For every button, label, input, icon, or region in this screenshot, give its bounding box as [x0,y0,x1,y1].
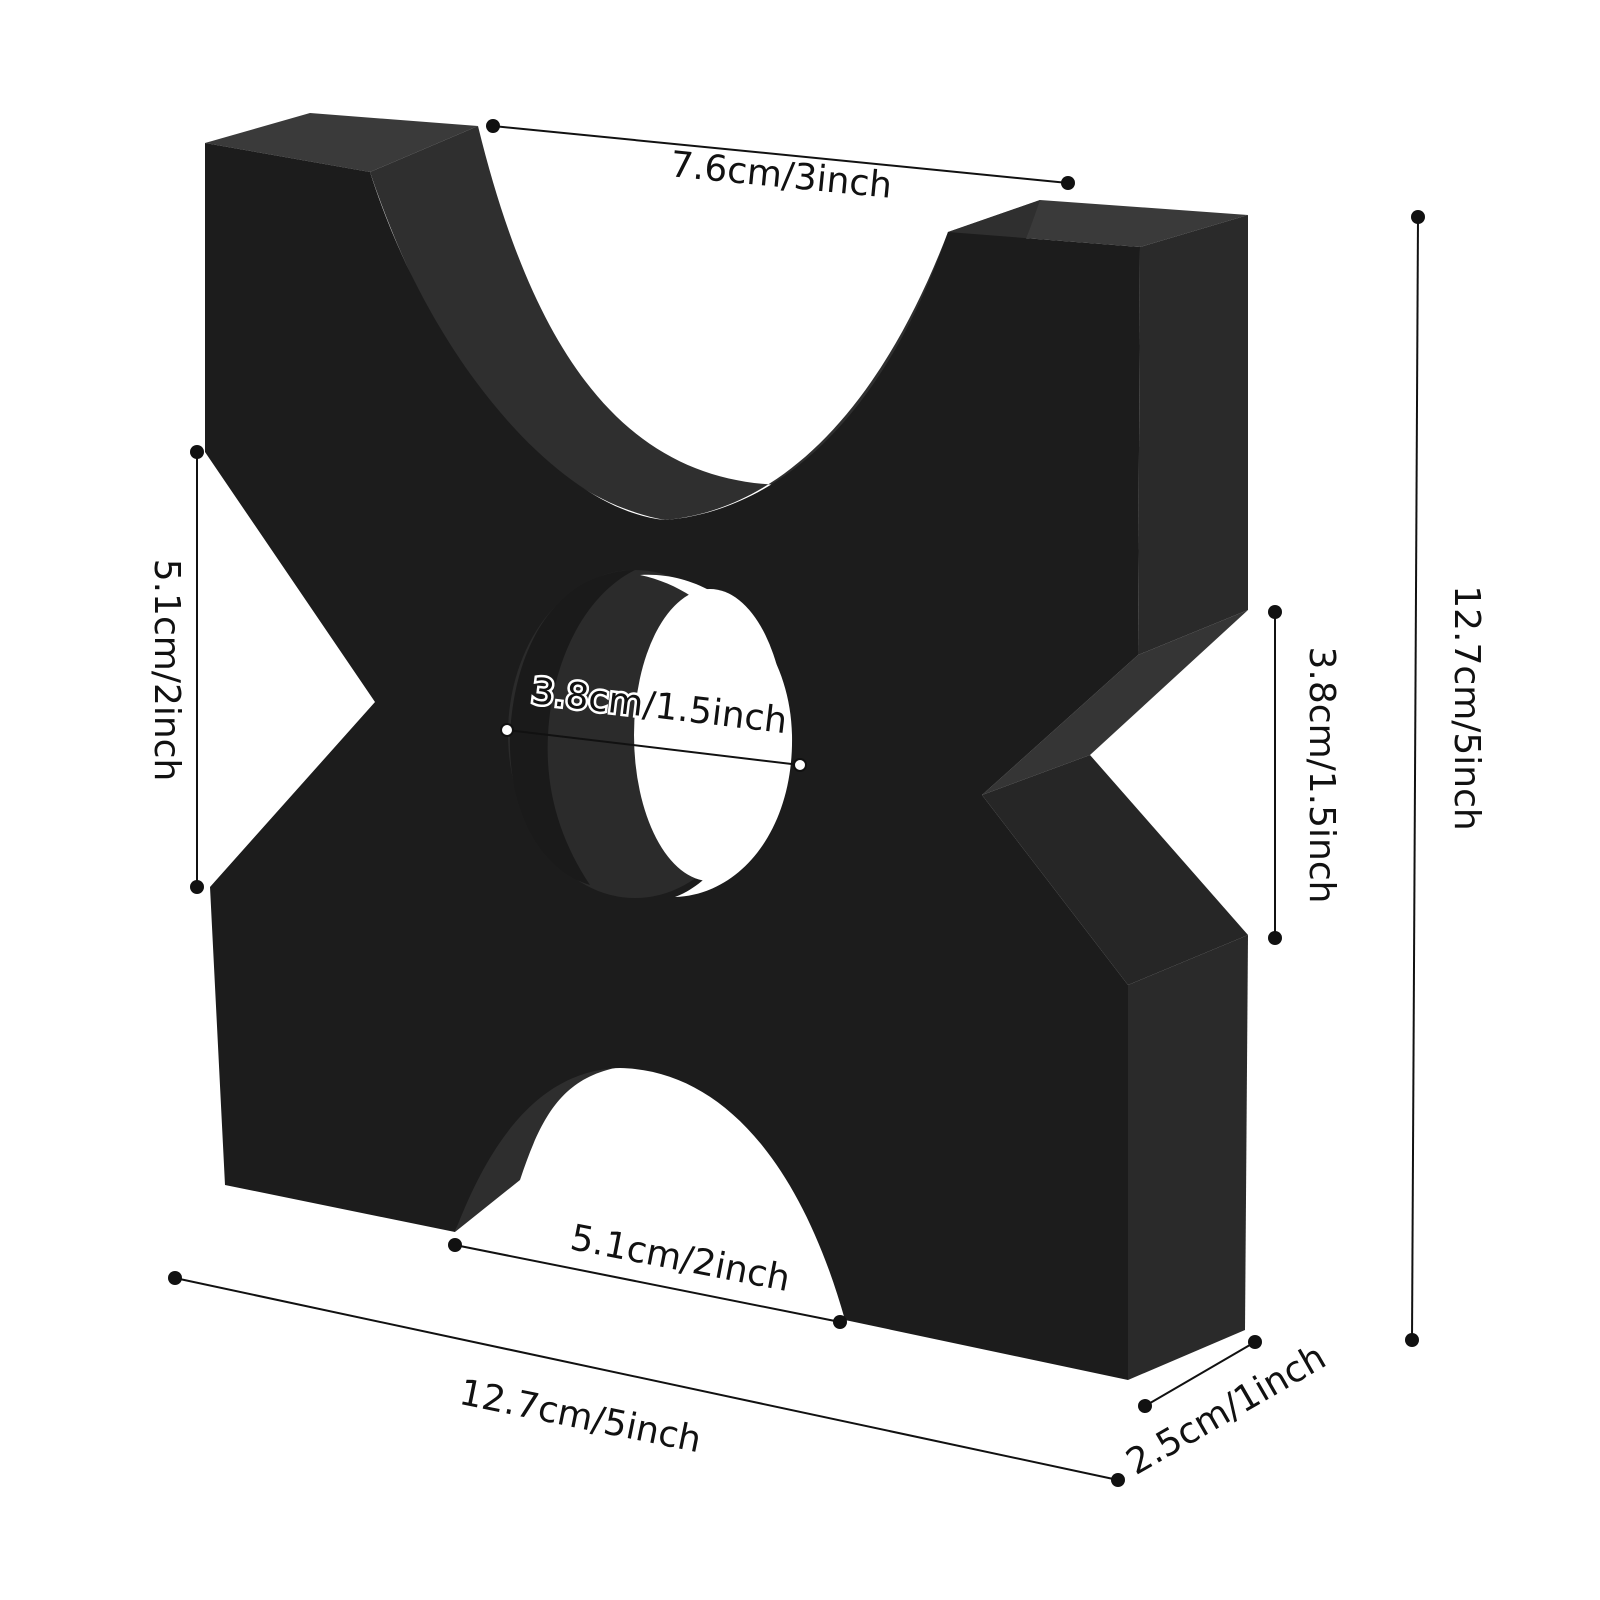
dimension-endpoint [1111,1473,1125,1487]
dimension-endpoint [448,1238,462,1252]
center-hole [508,570,793,898]
dimension-endpoint [486,119,500,133]
right-notch-upper-wall [982,610,1248,795]
dimension-line [174,1277,1119,1481]
dimension-endpoint [190,880,204,894]
top-right-prong-side-face [1138,215,1248,655]
dimension-endpoint [1268,605,1282,619]
dimension-label: 12.7cm/5inch [1446,585,1487,830]
dimension-endpoint [1268,931,1282,945]
dimension-endpoint [500,723,514,737]
center-hole-see-through [634,589,786,881]
center-hole-shadow-edge [509,570,635,885]
dimension-endpoint [1405,1333,1419,1347]
dimension-endpoint [1411,210,1425,224]
bottom-right-prong-side-face [1128,935,1248,1380]
dimension-label: 5.1cm/2inch [146,559,187,782]
x-shaped-block [205,113,1248,1380]
dimension-endpoint [168,1271,182,1285]
dimension-line [1411,216,1419,1341]
dimension-endpoint [833,1315,847,1329]
bottom-opening-width-dimension: 5.1cm/2inch [448,1217,847,1329]
right-notch-height-dimension: 3.8cm/1.5inch [1268,605,1342,945]
dimension-endpoint [1061,176,1075,190]
dimension-endpoint [1248,1335,1262,1349]
overall-height-dimension: 12.7cm/5inch [1405,210,1487,1347]
dimension-label: 5.1cm/2inch [567,1217,793,1300]
dimension-endpoint [190,445,204,459]
left-notch-height-dimension: 5.1cm/2inch [146,445,204,894]
dimension-line [492,125,1069,184]
dimension-line [506,729,801,766]
dimension-endpoint [1138,1399,1152,1413]
top-opening-width-dimension: 7.6cm/3inch [486,119,1075,207]
dimension-label: 12.7cm/5inch [456,1372,705,1461]
bottom-arc-inner-wall [455,1068,615,1232]
top-left-prong-top-face [205,113,478,172]
dimension-line [1144,1341,1256,1407]
dimension-line [454,1244,841,1323]
dimension-endpoint [793,758,807,772]
dimension-label: 3.8cm/1.5inch [1301,647,1342,904]
right-notch-lower-wall [982,755,1248,985]
